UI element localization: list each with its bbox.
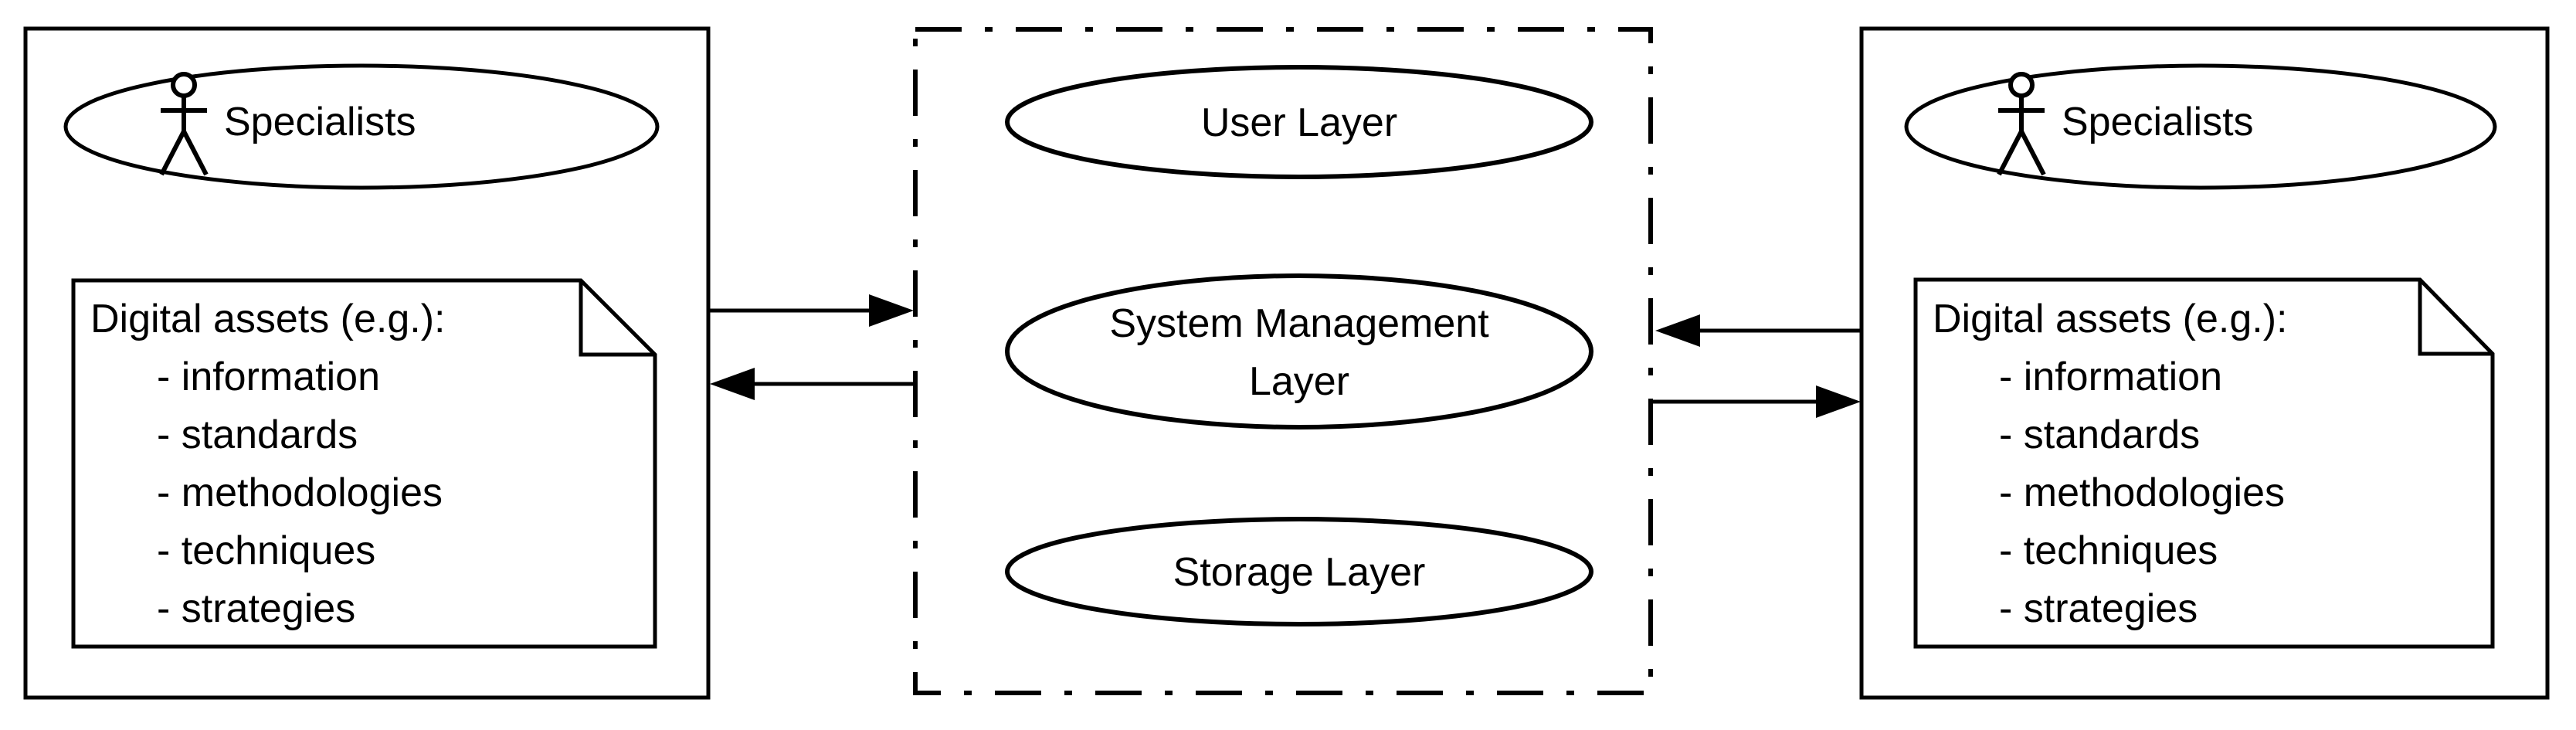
left-digital-assets-note: Digital assets (e.g.): - information - s… (71, 278, 657, 649)
right-specialists-ellipse (1904, 63, 2497, 190)
note-folded-corner (2418, 280, 2493, 356)
user-layer-ellipse (1005, 65, 1593, 179)
storage-layer-label: Storage Layer (1173, 550, 1426, 595)
note-item: - standards (157, 413, 358, 457)
arrow-left-to-center-top (708, 294, 914, 327)
actor-icon (159, 72, 209, 176)
arrowhead-left-icon (710, 368, 755, 400)
actor-right-leg (2019, 130, 2046, 176)
actor-right-leg (182, 130, 209, 176)
note-item: - techniques (157, 528, 375, 573)
left-specialists-label: Specialists (224, 100, 416, 144)
system-management-layer-label-line1: System Management (1109, 301, 1489, 346)
note-outline (1913, 277, 2495, 649)
actor-head (171, 72, 197, 98)
note-item: - techniques (1999, 528, 2218, 573)
note-item: - strategies (1999, 586, 2198, 631)
right-actor-panel: Specialists Digital assets (e.g.): - inf… (1859, 26, 2550, 700)
actor-left-leg (1997, 130, 2024, 176)
actor-head (2008, 72, 2035, 98)
note-outline (71, 278, 657, 649)
note-item: - strategies (157, 586, 355, 631)
arrowhead-left-icon (1655, 314, 1700, 347)
center-layers-panel: User Layer System Management Layer Stora… (913, 27, 1653, 695)
arrow-center-to-left-bottom (710, 368, 914, 400)
left-actor-panel: Specialists Digital assets (e.g.): - inf… (23, 26, 711, 700)
system-management-layer-ellipse (1005, 273, 1593, 430)
note-item: - methodologies (1999, 470, 2285, 515)
note-title: Digital assets (e.g.): (90, 297, 446, 341)
note-item: - information (157, 355, 380, 399)
system-management-layer-label-line2: Layer (1249, 359, 1349, 404)
note-item: - standards (1999, 413, 2200, 457)
note-folded-corner (579, 280, 655, 357)
right-digital-assets-note: Digital assets (e.g.): - information - s… (1913, 277, 2495, 649)
note-item: - information (1999, 355, 2222, 399)
note-item: - methodologies (157, 470, 443, 515)
actor-icon (1997, 72, 2046, 176)
arrow-center-to-right-bottom (1651, 385, 1861, 418)
left-specialists-ellipse (63, 63, 660, 190)
note-title: Digital assets (e.g.): (1933, 297, 2288, 341)
arrow-right-to-center-top (1655, 314, 1862, 347)
right-specialists-label: Specialists (2062, 100, 2254, 144)
storage-layer-ellipse (1005, 517, 1593, 626)
arrowhead-right-icon (869, 294, 914, 327)
arrowhead-right-icon (1816, 385, 1861, 418)
user-layer-label: User Layer (1201, 100, 1397, 145)
actor-left-leg (159, 130, 186, 176)
